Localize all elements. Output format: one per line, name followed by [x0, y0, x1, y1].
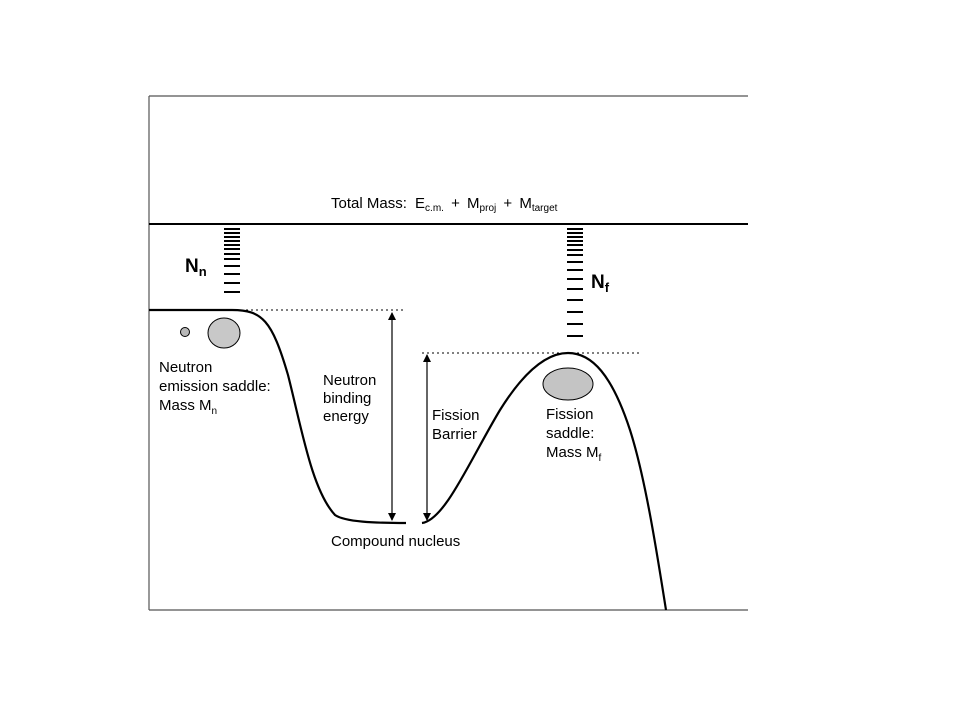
total-mass-text: Total Mass: — [331, 195, 407, 212]
potential-curve-left — [149, 308, 407, 525]
fission-saddle-label: Fission saddle: Mass Mf — [546, 406, 602, 464]
n-f-label: Nf — [591, 272, 610, 295]
diagram-frame — [148, 95, 748, 611]
neutron-saddle-label: Neutron emission saddle: Mass Mn — [159, 359, 275, 417]
compound-nucleus-label: Compound nucleus — [331, 533, 460, 550]
neutron-levels — [224, 228, 240, 293]
n-n-label: Nn — [185, 256, 207, 279]
potential-curve-right — [421, 351, 668, 611]
residual-nucleus — [207, 317, 241, 349]
neutron-binding-label: Neutron binding energy — [323, 372, 381, 425]
total-mass-label: Total Mass: Ec.m. + Mproj + Mtarget — [331, 195, 558, 215]
fission-saddle-nucleus — [542, 367, 594, 401]
fission-barrier-label: Fission Barrier — [432, 407, 484, 443]
fission-levels — [567, 228, 583, 337]
neutron-particle — [180, 327, 190, 337]
